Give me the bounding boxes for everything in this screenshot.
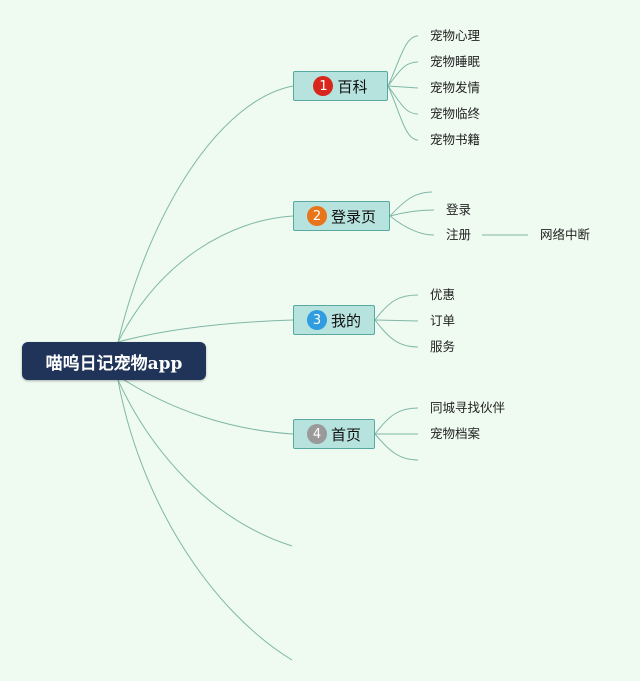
connector-b4-leaf-1: [374, 407, 419, 435]
connector-root-branch-1: [117, 85, 294, 343]
connector-root-branch-4: [117, 375, 294, 435]
leaf-node[interactable]: 同城寻找伙伴: [430, 400, 506, 415]
branch-node-1[interactable]: 1 百科: [293, 71, 388, 101]
leaf-node[interactable]: 服务: [430, 339, 456, 354]
connector-b1-leaf-2: [387, 61, 419, 87]
leaf-node[interactable]: 宠物书籍: [430, 132, 481, 147]
branch-node-3[interactable]: 3 我的: [293, 305, 375, 335]
leaf-node[interactable]: 订单: [430, 313, 456, 328]
branch-label-1: 百科: [337, 77, 368, 96]
connector-b1-leaf-3: [387, 85, 419, 89]
connector-b1-leaf-1: [387, 35, 419, 87]
leaf-node[interactable]: 宠物档案: [430, 426, 481, 441]
number-badge-2: 2: [306, 206, 327, 226]
number-badge-3: 3: [306, 310, 327, 330]
leaf-node[interactable]: 宠物心理: [430, 28, 481, 43]
sub-leaf-node[interactable]: 网络中断: [540, 227, 591, 242]
branch-node-4[interactable]: 4 首页: [293, 419, 375, 449]
connector-b3-leaf-1: [374, 294, 419, 321]
branch-label-3: 我的: [330, 311, 361, 330]
leaf-node[interactable]: 宠物临终: [430, 106, 481, 121]
connector-b1-leaf-4: [387, 85, 419, 115]
connector-b2-leaf-1: [389, 209, 435, 217]
connector-root-branch-3: [117, 319, 294, 343]
connector-b4-leaf-3: [374, 433, 419, 461]
connector-root-branch-2: [117, 215, 294, 343]
connector-b3-leaf-2: [374, 319, 419, 322]
branch-label-2: 登录页: [330, 207, 376, 226]
connector-root-empty-1: [117, 379, 293, 547]
connector-b3-leaf-3: [374, 319, 419, 348]
root-node-label: 喵呜日记宠物app: [45, 353, 183, 374]
leaf-node[interactable]: 宠物睡眠: [430, 54, 481, 69]
connector-root-empty-2: [117, 379, 293, 661]
connector-b2-leaf-top: [389, 191, 433, 217]
leaf-node[interactable]: 注册: [446, 227, 472, 242]
leaf-node[interactable]: 宠物发情: [430, 80, 481, 95]
connector-b2-leaf-2: [389, 215, 435, 236]
number-badge-4: 4: [306, 424, 327, 444]
branch-node-2[interactable]: 2 登录页: [293, 201, 390, 231]
leaf-node[interactable]: 优惠: [430, 287, 456, 302]
leaf-node[interactable]: 登录: [446, 202, 472, 217]
connector-b1-leaf-5: [387, 85, 419, 141]
number-badge-1: 1: [313, 76, 334, 96]
root-node[interactable]: 喵呜日记宠物app: [22, 342, 206, 380]
branch-label-4: 首页: [330, 425, 361, 444]
